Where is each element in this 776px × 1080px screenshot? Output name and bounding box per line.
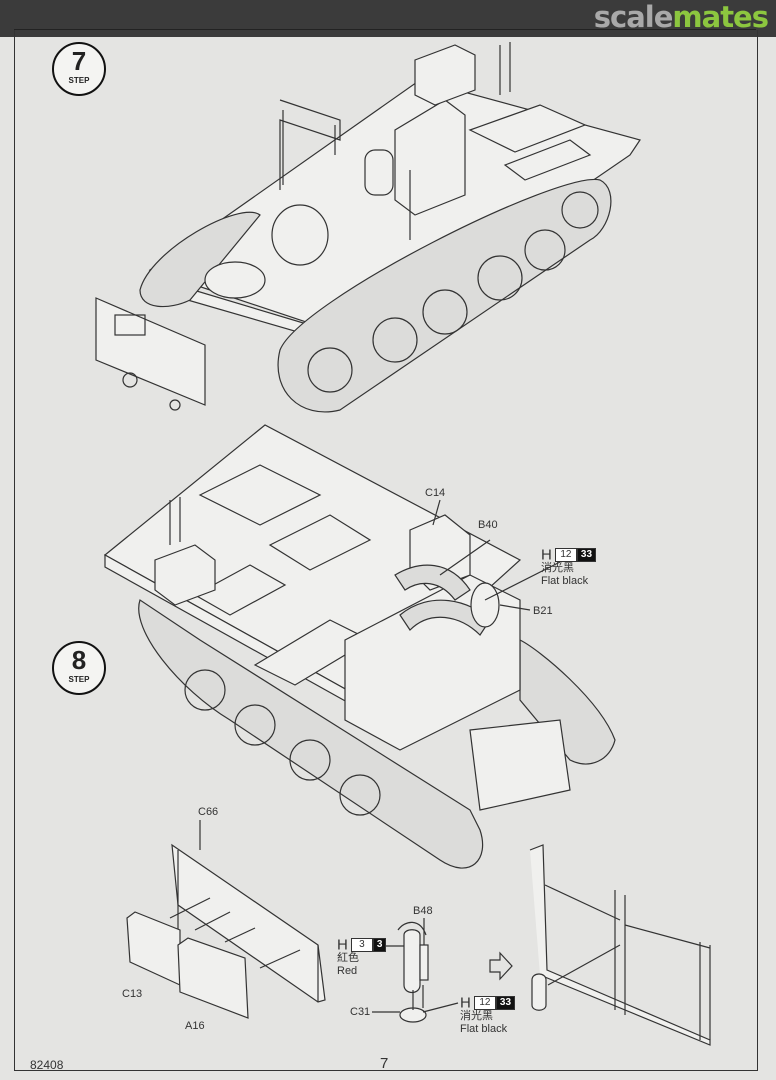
part-label-c66: C66: [198, 806, 219, 818]
part-label-b48: B48: [413, 905, 433, 917]
kit-number: 82408: [30, 1058, 64, 1072]
part-label-c14: C14: [425, 487, 446, 499]
step7-vehicle-drawing: [95, 42, 641, 413]
page-border-top: [14, 29, 756, 30]
scalemates-logo: scalemates: [593, 0, 769, 34]
watermark-band: [0, 0, 776, 37]
page-border: [14, 30, 758, 1071]
part-label-c31: C31: [350, 1006, 371, 1018]
part-label-c13: C13: [122, 988, 143, 1000]
page-number: 7: [380, 1055, 389, 1072]
part-label-b21: B21: [533, 605, 553, 617]
step8-vehicle-drawing: [103, 424, 616, 869]
part-label-a16: A16: [185, 1020, 205, 1032]
part-label-b40: B40: [478, 519, 498, 531]
subassembly-drawing: [126, 820, 711, 1046]
